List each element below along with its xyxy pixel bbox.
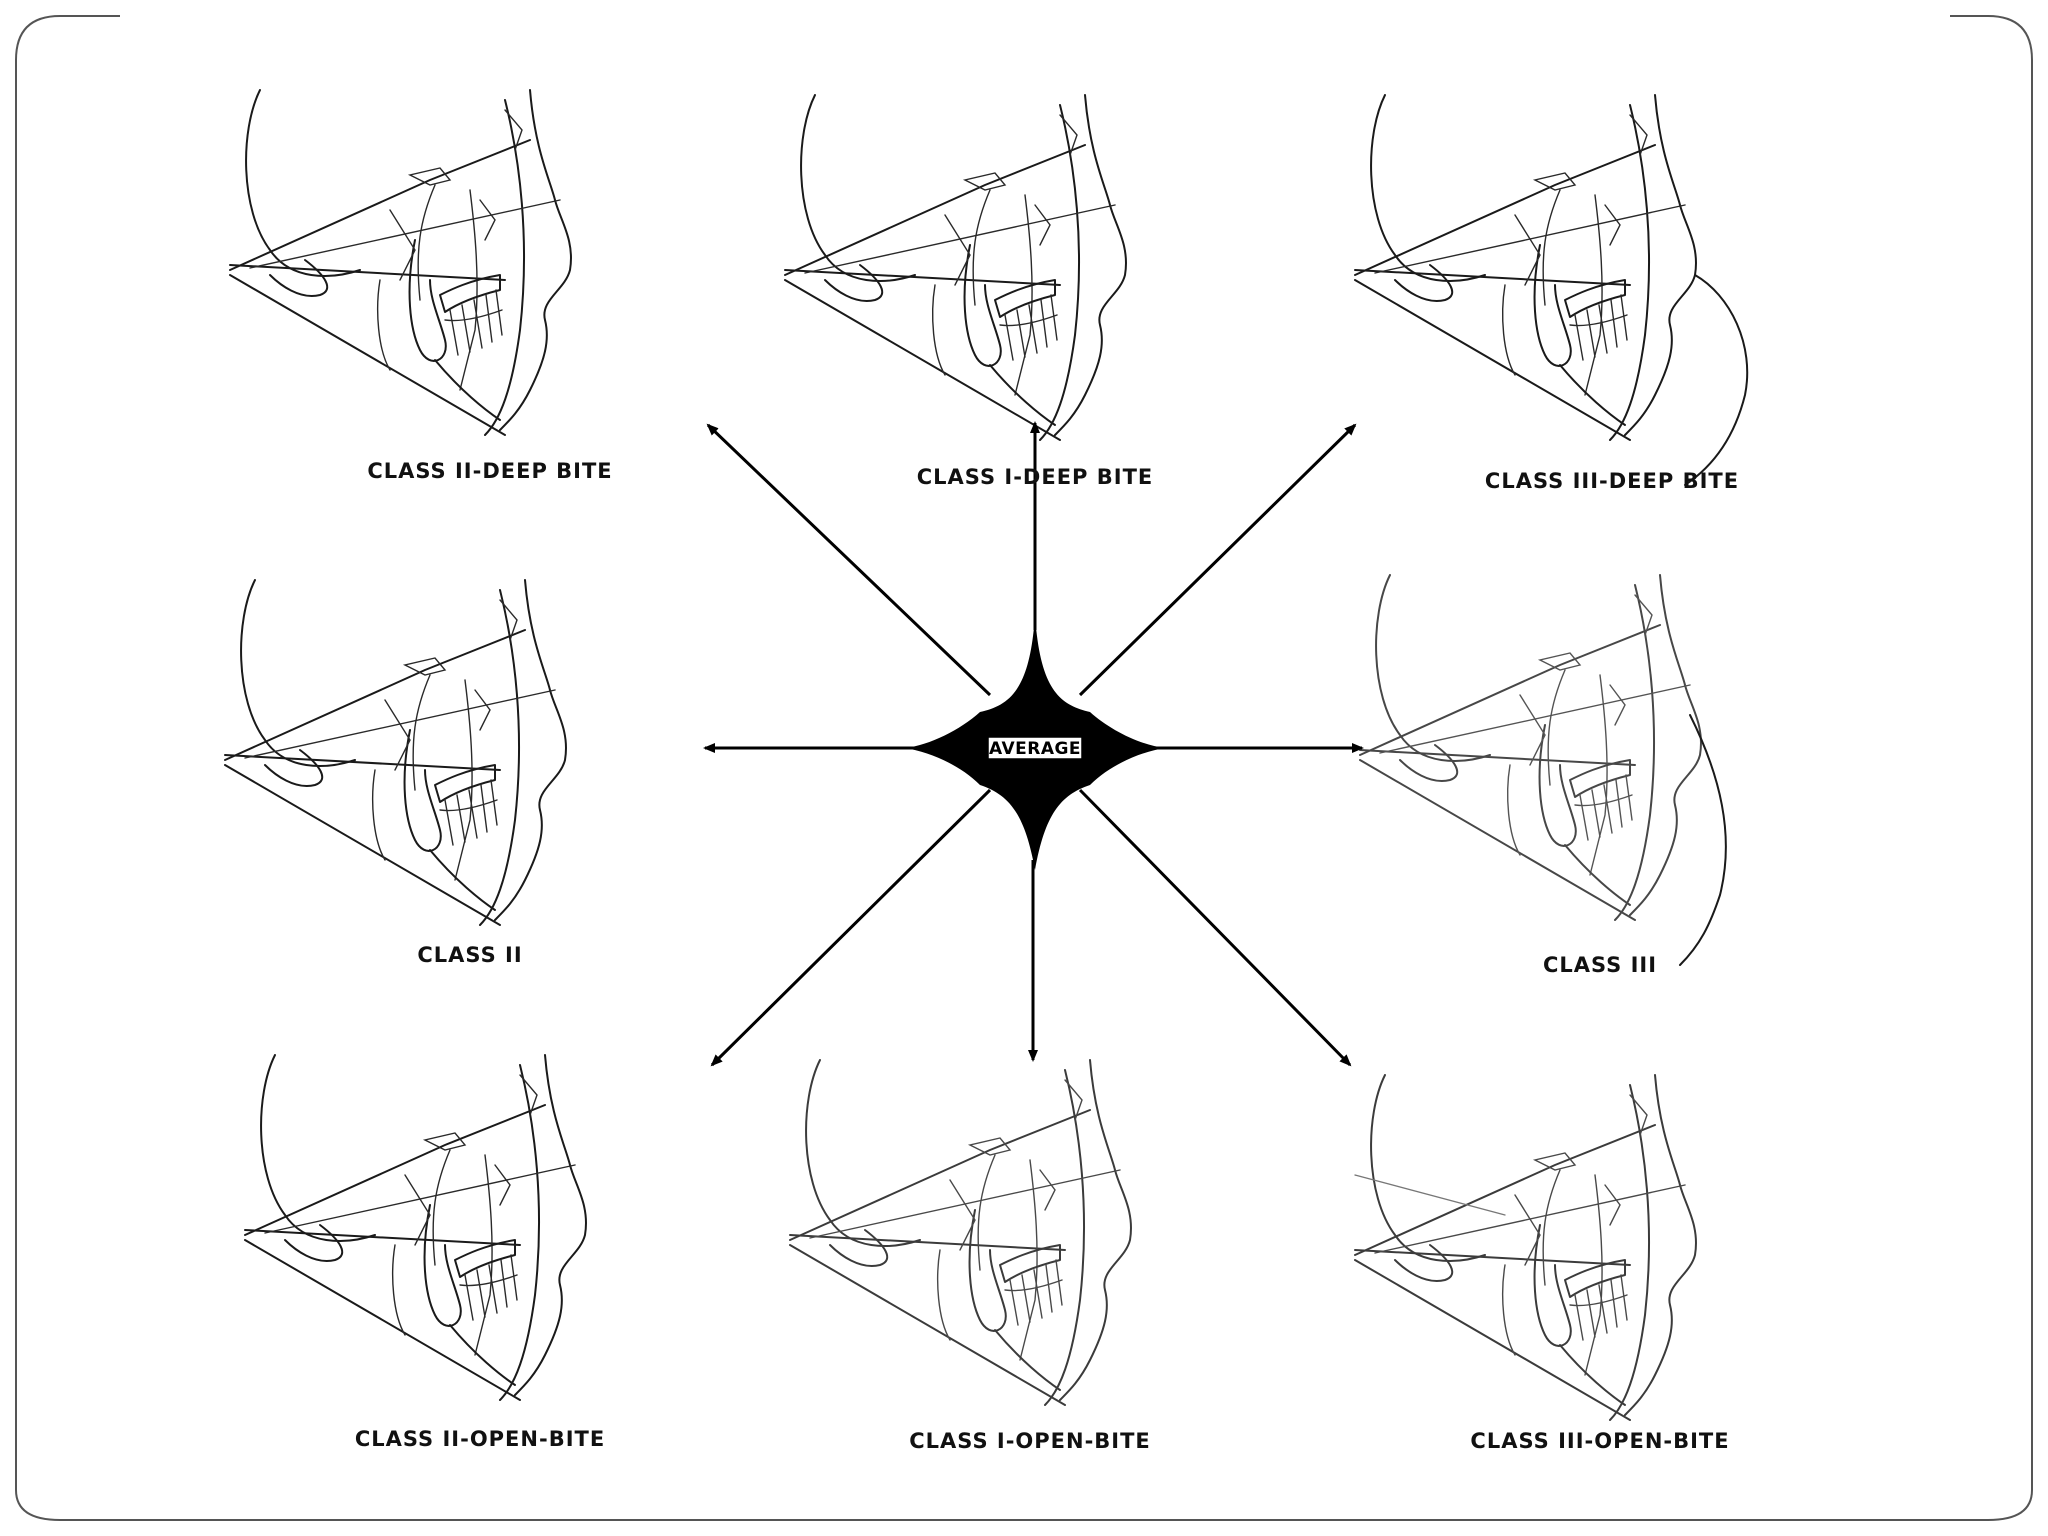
arrow-down-left: [710, 788, 992, 1067]
tracing-class-ii: [224, 579, 568, 926]
tracing-class-i-open-bite: [789, 1059, 1133, 1406]
tracing-class-iii-open-bite: [1354, 1074, 1698, 1421]
label-class-i-open-bite: CLASS I-OPEN-BITE: [909, 1429, 1151, 1453]
average-label: AVERAGE: [989, 739, 1081, 759]
label-class-ii-deep-bite: CLASS II-DEEP BITE: [367, 459, 612, 483]
tracing-class-iii-deep-bite: [1354, 94, 1749, 486]
average-label-box: [987, 736, 1083, 760]
tracing-class-ii-deep-bite: [229, 89, 573, 436]
tracing-class-i-deep-bite: [784, 94, 1128, 441]
tracing-class-ii-open-bite: [244, 1054, 588, 1401]
label-class-i-deep-bite: CLASS I-DEEP BITE: [917, 465, 1154, 489]
label-class-iii: CLASS III: [1543, 953, 1657, 977]
label-class-ii: CLASS II: [417, 943, 522, 967]
arrows: [703, 421, 1364, 1067]
slide-frame: [15, 15, 2033, 1521]
label-class-iii-open-bite: CLASS III-OPEN-BITE: [1470, 1429, 1729, 1453]
arrow-down-right: [1078, 788, 1352, 1067]
arrow-up-left: [706, 423, 992, 697]
tracing-class-iii: [1359, 574, 1727, 966]
label-class-iii-deep-bite: CLASS III-DEEP BITE: [1485, 469, 1739, 493]
arrow-up-right: [1078, 423, 1357, 697]
label-class-ii-open-bite: CLASS II-OPEN-BITE: [355, 1427, 605, 1451]
